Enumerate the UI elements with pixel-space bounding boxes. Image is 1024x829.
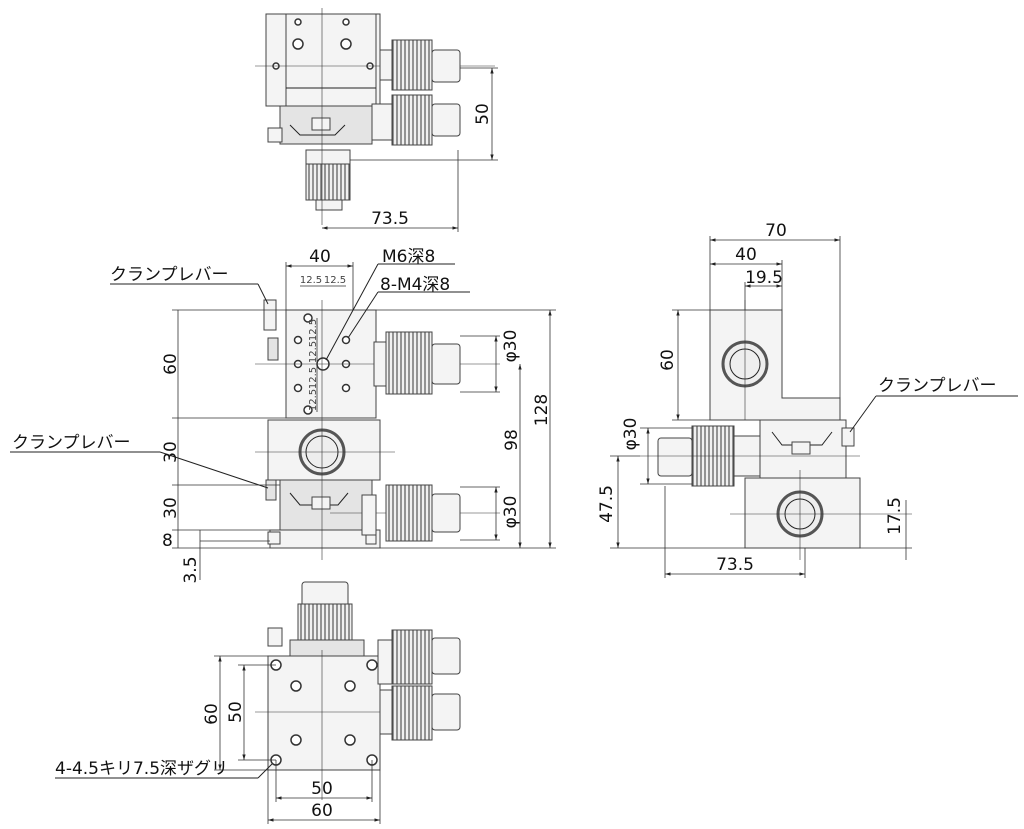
top-knob-lower — [391, 94, 433, 146]
bottom-view: 60 50 50 60 4-4.5キリ7.5深ザグリ — [55, 581, 461, 824]
front-dim-8: 8 — [162, 531, 173, 551]
side-clamp-lever-label: クランプレバー — [878, 376, 997, 396]
bottom-dim-50-v: 50 — [226, 701, 246, 723]
front-dim-40: 40 — [309, 247, 331, 267]
bottom-base-plate — [267, 655, 381, 771]
front-dim-30-lower: 30 — [161, 497, 181, 519]
front-dim-30-upper: 30 — [161, 441, 181, 463]
side-dim-73-5: 73.5 — [716, 555, 754, 575]
front-view: 40 12.5 12.5 12.5 12.5 12.5 12.5 M6深8 8-… — [10, 247, 556, 584]
front-dim-60: 60 — [161, 353, 181, 375]
bottom-dim-60-h: 60 — [311, 801, 333, 821]
side-dia: φ30 — [621, 418, 641, 451]
pitch-label-v: 12.5 — [308, 389, 319, 411]
clamp-lever-label-upper: クランプレバー — [110, 265, 229, 285]
top-dim-50: 50 — [473, 103, 493, 125]
clamp-lever-label-lower: クランプレバー — [12, 433, 131, 453]
hole-callout: 4-4.5キリ7.5深ザグリ — [55, 759, 228, 779]
side-dim-60: 60 — [658, 349, 678, 371]
side-dim-17-5: 17.5 — [885, 497, 905, 535]
front-knob-upper — [385, 331, 433, 395]
pitch-label-h: 12.5 — [300, 275, 322, 286]
top-view: 50 73.5 — [255, 8, 498, 232]
pitch-label-h: 12.5 — [324, 275, 346, 286]
front-dia-upper: φ30 — [501, 330, 521, 363]
front-dim-3-5: 3.5 — [181, 556, 201, 583]
top-knob-upper — [391, 39, 433, 91]
bottom-dim-50-h: 50 — [311, 779, 333, 799]
bottom-dim-60-v: 60 — [202, 703, 222, 725]
side-dim-70: 70 — [765, 221, 787, 241]
bottom-knob-lower — [391, 685, 433, 741]
bottom-knob-top — [297, 603, 353, 647]
pitch-label-v: 12.5 — [308, 319, 319, 341]
pitch-label-v: 12.5 — [308, 367, 319, 389]
side-dim-19-5: 19.5 — [745, 268, 783, 288]
side-dim-47-5: 47.5 — [597, 485, 617, 523]
bottom-knob-upper — [391, 629, 433, 685]
top-knob-bottom — [305, 163, 351, 201]
side-dim-40: 40 — [735, 245, 757, 265]
front-dim-98: 98 — [502, 429, 522, 451]
mounting-holes — [293, 313, 351, 415]
front-dim-128: 128 — [532, 394, 552, 426]
pitch-label-v: 12.5 — [308, 341, 319, 363]
callout-m6: M6深8 — [382, 247, 435, 267]
front-knob-lower — [385, 484, 433, 542]
callout-m4: 8-M4深8 — [380, 275, 450, 295]
top-dim-73-5: 73.5 — [371, 209, 409, 229]
front-dia-lower: φ30 — [501, 496, 521, 529]
side-view: 70 40 19.5 60 φ30 47.5 17.5 73.5 クランプレバー — [597, 221, 1018, 578]
